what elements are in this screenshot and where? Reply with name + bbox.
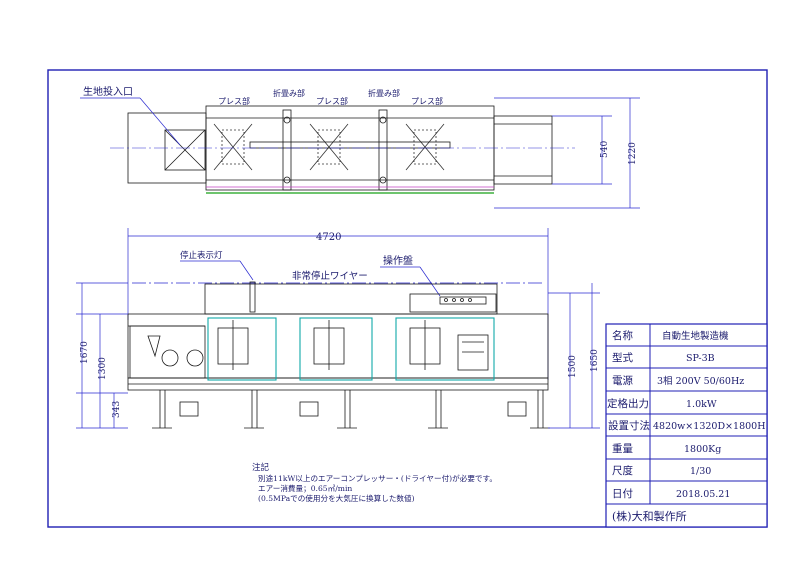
notes-line-1: 別途11kW以上のエアーコンプレッサー・(ドライヤー付)が必要です。: [258, 473, 497, 483]
right-dimensions: [548, 283, 600, 429]
tb-label-weight: 重量: [612, 442, 633, 455]
label-press-2: プレス部: [316, 96, 348, 106]
tb-label-model: 型式: [612, 351, 633, 364]
dim-1500: 1500: [568, 355, 578, 378]
tb-value-model: SP-3B: [686, 353, 715, 364]
dim-1220: 1220: [628, 142, 638, 165]
tb-company: (株)大和製作所: [612, 509, 687, 523]
label-control-panel: 操作盤: [383, 254, 413, 267]
tb-label-date: 日付: [612, 487, 633, 500]
tb-value-date: 2018.05.21: [676, 489, 730, 500]
label-stop-lamp: 停止表示灯: [180, 250, 223, 261]
label-press-1: プレス部: [218, 96, 250, 106]
label-fabric-inlet: 生地投入口: [83, 85, 133, 98]
safety-covers: [207, 317, 495, 381]
tb-label-rated-output: 定格出力: [607, 397, 649, 410]
dim-1670: 1670: [80, 341, 90, 364]
tb-value-install-size: 4820w×1320D×1800H: [653, 421, 765, 432]
label-fold-1: 折畳み部: [273, 88, 305, 98]
tb-value-rated-output: 1.0kW: [686, 399, 717, 410]
tb-value-weight: 1800Kg: [684, 444, 721, 455]
notes-heading: 注記: [252, 462, 270, 473]
top-dimensions: [494, 97, 640, 209]
label-press-3: プレス部: [411, 96, 443, 106]
title-block: 名称 自動生地製造機 型式 SP-3B 電源 3相 200V 50/60Hz 定…: [605, 323, 768, 528]
leader-fabric-inlet-2: [139, 97, 181, 146]
tb-label-power: 電源: [612, 374, 633, 387]
tb-value-name: 自動生地製造機: [662, 330, 729, 342]
tb-label-install-size: 設置寸法: [608, 419, 650, 432]
notes-line-3: (0.5MPaでの使用分を大気圧に換算した数値): [258, 493, 415, 503]
dim-1300: 1300: [98, 357, 108, 380]
dim-540: 540: [600, 141, 610, 158]
drawing-border: [47, 69, 768, 528]
tb-label-scale: 尺度: [612, 464, 633, 477]
leader-control-panel-2: [419, 266, 441, 297]
label-fold-2: 折畳み部: [368, 88, 400, 98]
front-view: [127, 281, 550, 429]
dim-4720: 4720: [316, 232, 341, 243]
left-dimensions: [76, 282, 128, 429]
tb-value-power: 3相 200V 50/60Hz: [657, 375, 744, 387]
tb-value-scale: 1/30: [690, 466, 711, 477]
notes-line-2: エアー消費量；0.65㎥/min: [258, 483, 352, 493]
dim-343: 343: [112, 401, 122, 418]
tb-label-name: 名称: [612, 329, 633, 342]
top-view: [127, 105, 553, 191]
dim-1650: 1650: [590, 349, 600, 372]
label-emergency-wire: 非常停止ワイヤー: [292, 270, 368, 282]
leader-stop-lamp-2: [239, 260, 254, 281]
